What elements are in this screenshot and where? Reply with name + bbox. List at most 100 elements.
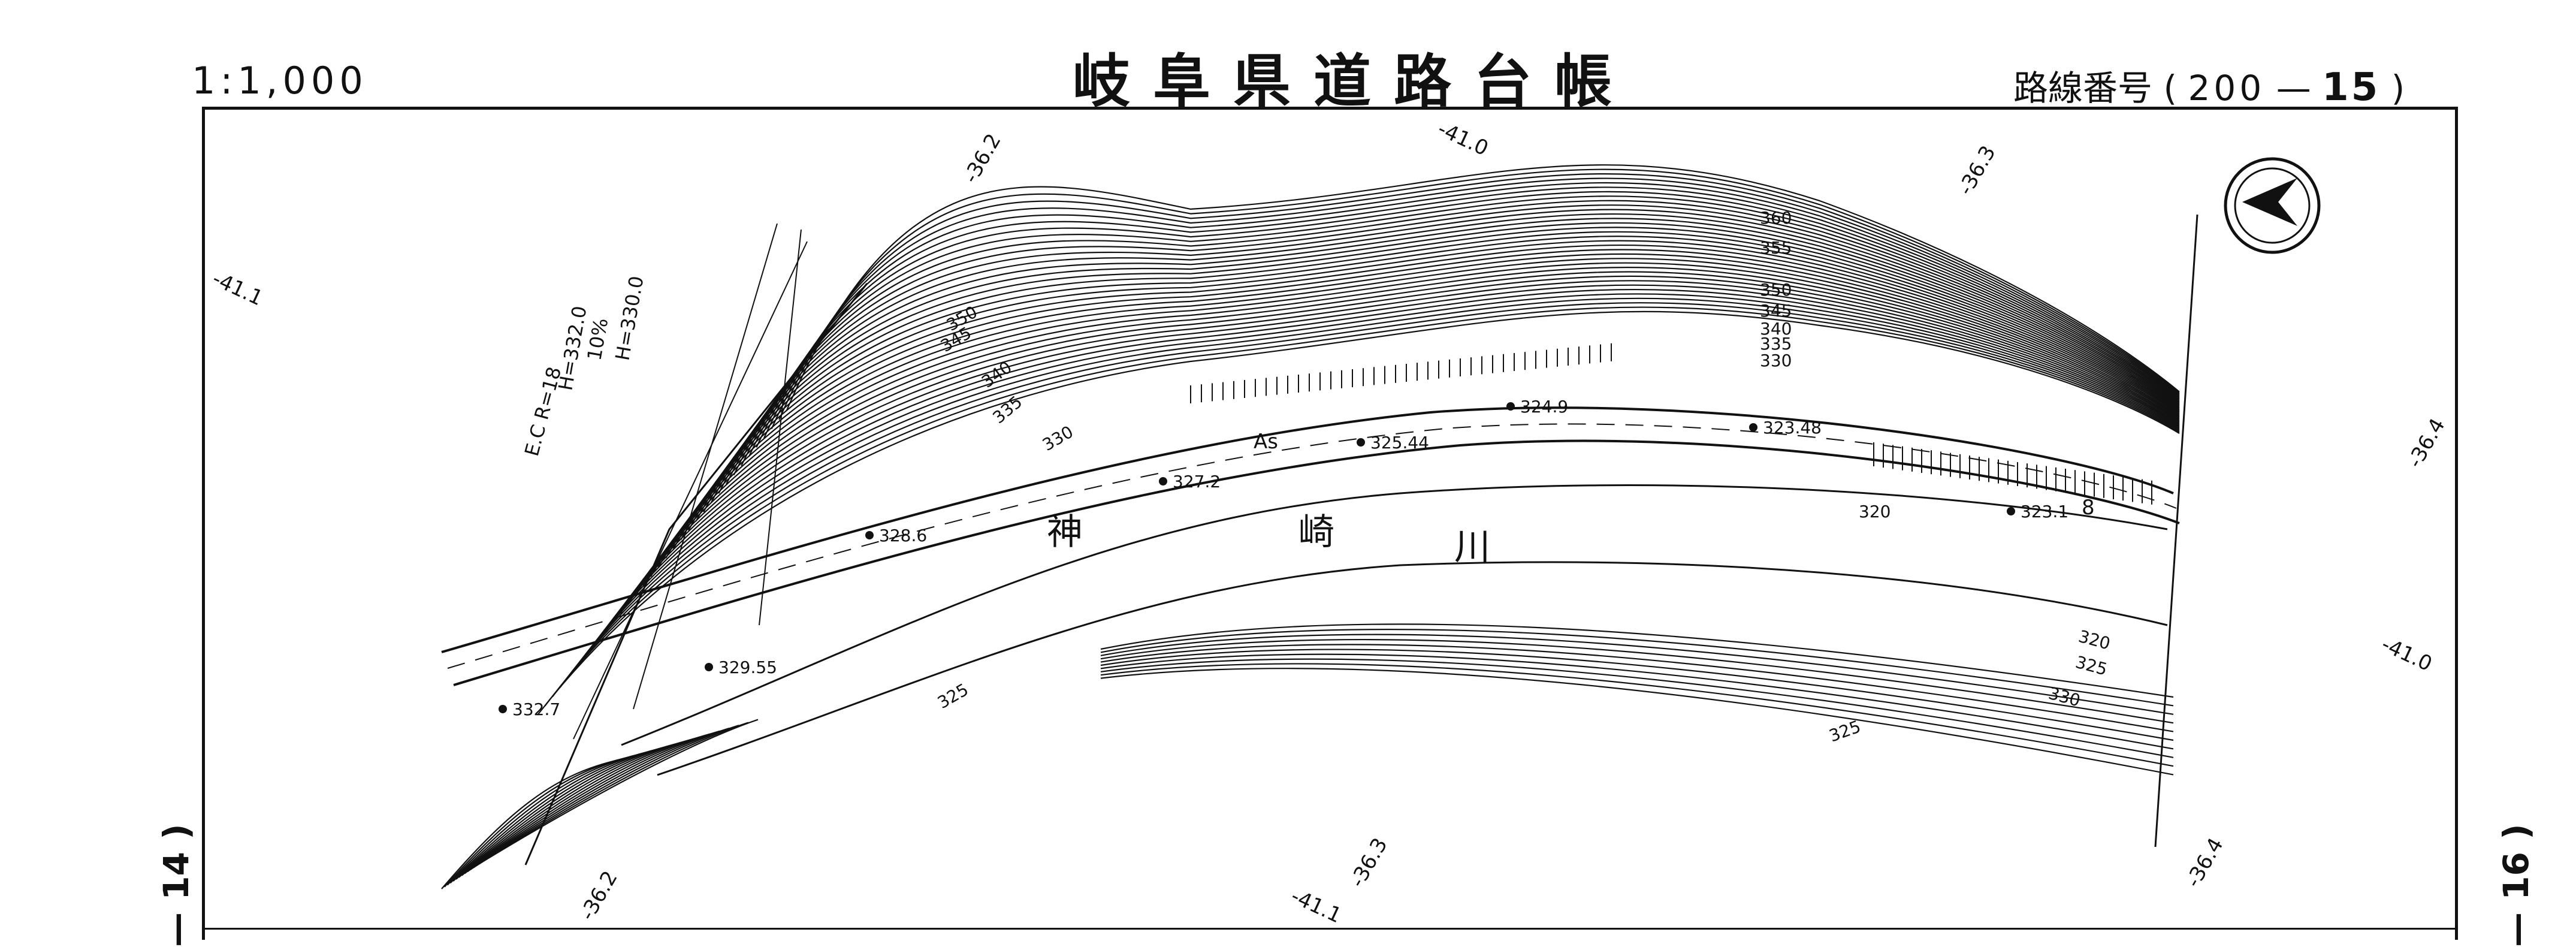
contour-line xyxy=(778,168,2180,420)
river-name: 神崎川 xyxy=(1047,511,1490,568)
contour-line xyxy=(718,204,2180,494)
contour-line xyxy=(449,747,663,884)
elevation-label: 323.1 xyxy=(2021,502,2068,521)
grid-label: -36.2 xyxy=(959,129,1006,187)
contour-line xyxy=(1100,658,2174,758)
contour-line xyxy=(1100,663,2174,767)
adjacent-sheet-left: — 14 ) xyxy=(156,824,197,947)
sheet-boundary-left xyxy=(524,283,868,865)
road xyxy=(441,406,2180,686)
contour-lines xyxy=(441,164,2180,889)
route-close-paren: ) xyxy=(2391,68,2405,108)
contour-line xyxy=(452,744,672,882)
contour-line xyxy=(748,186,2180,457)
road-centerline xyxy=(447,423,2177,669)
route-label: 路線番号 xyxy=(2013,68,2153,108)
contour-line xyxy=(627,258,2180,605)
contour-line xyxy=(771,173,2180,430)
contour-line xyxy=(1100,668,2174,776)
elevation-label: 323.48 xyxy=(1763,418,1822,438)
contour-line xyxy=(612,266,2180,623)
contour-line xyxy=(478,719,759,865)
contour-line xyxy=(537,310,2180,716)
route-number-main: 200 xyxy=(2188,68,2266,108)
route-open-paren: ( xyxy=(2163,68,2178,108)
contour-label: 330 xyxy=(1760,351,1792,370)
contour-label: 330 xyxy=(2046,683,2082,711)
north-arrow-icon xyxy=(2224,157,2321,254)
elevation-label: 325.44 xyxy=(1370,433,1429,453)
elevation-point xyxy=(1159,477,1167,485)
elevation-point xyxy=(705,663,713,671)
contour-line xyxy=(464,733,711,874)
contour-line xyxy=(575,288,2180,669)
map-bottom-rule xyxy=(202,928,2458,930)
grid-label: -36.4 xyxy=(2181,834,2228,891)
h332-line xyxy=(633,223,778,710)
contour-line xyxy=(470,727,730,870)
slope-hatching xyxy=(1190,343,2152,505)
adjacent-sheet-right: — 16 ) xyxy=(2496,824,2536,947)
grid-label: -41.1 xyxy=(1287,884,1345,928)
river-name-char: 崎 xyxy=(1298,511,1334,553)
contour-line xyxy=(1100,638,2174,724)
contour-line xyxy=(665,236,2180,559)
contour-line xyxy=(756,182,2180,448)
elevation-labels: 324.9323.48325.44327.2328.6329.55332.732… xyxy=(512,397,2068,719)
contour-label: 360 xyxy=(1760,208,1792,228)
contour-line xyxy=(672,231,2180,550)
contour-line xyxy=(1100,649,2174,741)
contour-line xyxy=(597,275,2180,642)
elevation-point xyxy=(1749,423,1757,432)
elevation-label: 332.7 xyxy=(512,699,560,719)
contour-line xyxy=(1100,623,2174,698)
map-frame xyxy=(202,107,2458,940)
contour-line xyxy=(1100,634,2174,715)
contour-label: 350 xyxy=(1760,280,1792,300)
elevation-label: 328.6 xyxy=(879,526,927,545)
road-edge-lower xyxy=(453,439,2180,686)
elevation-point xyxy=(1357,438,1365,447)
contour-line xyxy=(473,725,739,868)
contour-line xyxy=(726,200,2180,485)
elevation-point xyxy=(2007,507,2015,515)
contour-line xyxy=(544,306,2180,707)
contour-line xyxy=(455,741,682,880)
contour-line xyxy=(657,240,2180,568)
contour-label: 325 xyxy=(934,680,972,713)
route-dash: — xyxy=(2276,68,2311,108)
contour-line xyxy=(1100,644,2174,732)
contour-label: 320 xyxy=(1859,502,1891,521)
elevation-label: 324.9 xyxy=(1520,397,1568,417)
contour-line xyxy=(1100,628,2174,707)
contour-line xyxy=(582,284,2180,661)
kilometer-mark: 8 xyxy=(2082,496,2095,520)
route-number: 路線番号 ( 200 — 15 ) xyxy=(2013,60,2405,110)
river-bank-lower xyxy=(657,561,2168,776)
contour-line xyxy=(552,302,2180,697)
contour-line xyxy=(680,227,2180,540)
contour-label: 340 xyxy=(1760,319,1792,339)
contour-line xyxy=(695,218,2180,522)
elevation-point xyxy=(1506,402,1515,411)
h330-line xyxy=(759,229,802,626)
contour-line xyxy=(467,730,720,873)
contour-line xyxy=(559,297,2180,688)
contour-line xyxy=(786,164,2180,411)
page-title: 岐阜県道路台帳 xyxy=(1073,47,1635,115)
grid-label: -36.3 xyxy=(1345,834,1393,891)
grid-label: -41.1 xyxy=(209,267,267,310)
elevation-label: 327.2 xyxy=(1173,472,1221,491)
sheet-boundary-right xyxy=(2154,214,2198,848)
contour-line xyxy=(642,249,2180,586)
contour-line xyxy=(476,722,749,867)
map-scale: 1:1,000 xyxy=(192,59,368,102)
elevation-point xyxy=(865,531,874,539)
grid-label: -36.3 xyxy=(1953,141,2001,199)
contour-line xyxy=(461,736,701,876)
river-name-char: 川 xyxy=(1454,526,1490,568)
contour-line xyxy=(458,739,691,878)
station-lines xyxy=(573,223,808,740)
route-number-sub: 15 xyxy=(2322,65,2381,110)
contour-line xyxy=(688,222,2180,531)
